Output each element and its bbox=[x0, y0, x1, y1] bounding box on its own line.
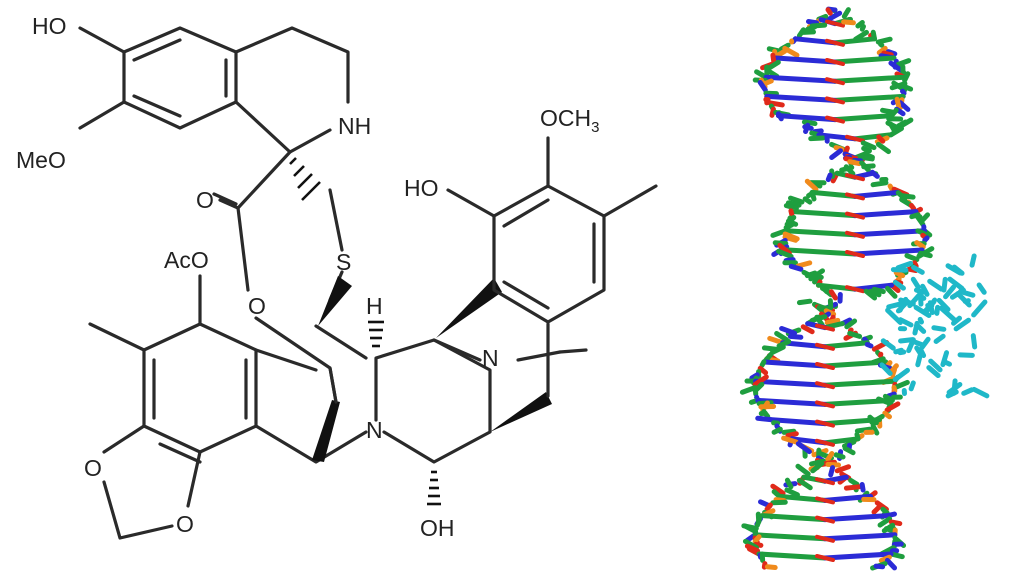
label-aco: AcO bbox=[164, 247, 209, 273]
methoxy-benzene-ring bbox=[494, 186, 604, 322]
wedge-bond-right-bottom bbox=[490, 392, 552, 432]
hashed-bond-hydroxyl bbox=[427, 472, 441, 504]
dna-stick-model bbox=[742, 9, 986, 568]
ho-bond bbox=[80, 28, 124, 52]
meo-bond bbox=[80, 102, 124, 128]
label-meo: MeO bbox=[16, 147, 66, 173]
label-ho-top: HO bbox=[32, 13, 67, 39]
wedge-bond-sulfur bbox=[318, 276, 352, 326]
acetoxy-benzene-ring bbox=[144, 324, 256, 462]
label-n-bridge: N bbox=[482, 345, 499, 371]
isoquinoline-benzene-ring bbox=[124, 28, 236, 128]
label-oh-bottom: OH bbox=[420, 515, 455, 541]
label-och3-sub: 3 bbox=[591, 119, 599, 136]
chemical-structure: HO MeO NH O O S AcO OCH3 HO H N N O O OH bbox=[16, 13, 656, 541]
label-n-central: N bbox=[366, 417, 383, 443]
hashed-bond-spiro bbox=[290, 158, 320, 200]
label-hydrogen: H bbox=[366, 293, 383, 319]
label-ester-o: O bbox=[248, 293, 266, 319]
label-carbonyl-o: O bbox=[196, 187, 214, 213]
label-dioxole-o2: O bbox=[176, 511, 194, 537]
wedge-bond-right-top bbox=[436, 278, 502, 338]
wedge-bond-bridge bbox=[312, 400, 340, 462]
label-och3-main: OCH bbox=[540, 105, 591, 131]
label-ho-right: HO bbox=[404, 175, 439, 201]
piperidine-ring bbox=[236, 28, 348, 152]
hashed-bond-hydrogen bbox=[368, 322, 384, 346]
label-och3: OCH3 bbox=[540, 105, 599, 136]
label-sulfur: S bbox=[336, 249, 351, 275]
label-dioxole-o1: O bbox=[84, 455, 102, 481]
label-nh: NH bbox=[338, 113, 371, 139]
